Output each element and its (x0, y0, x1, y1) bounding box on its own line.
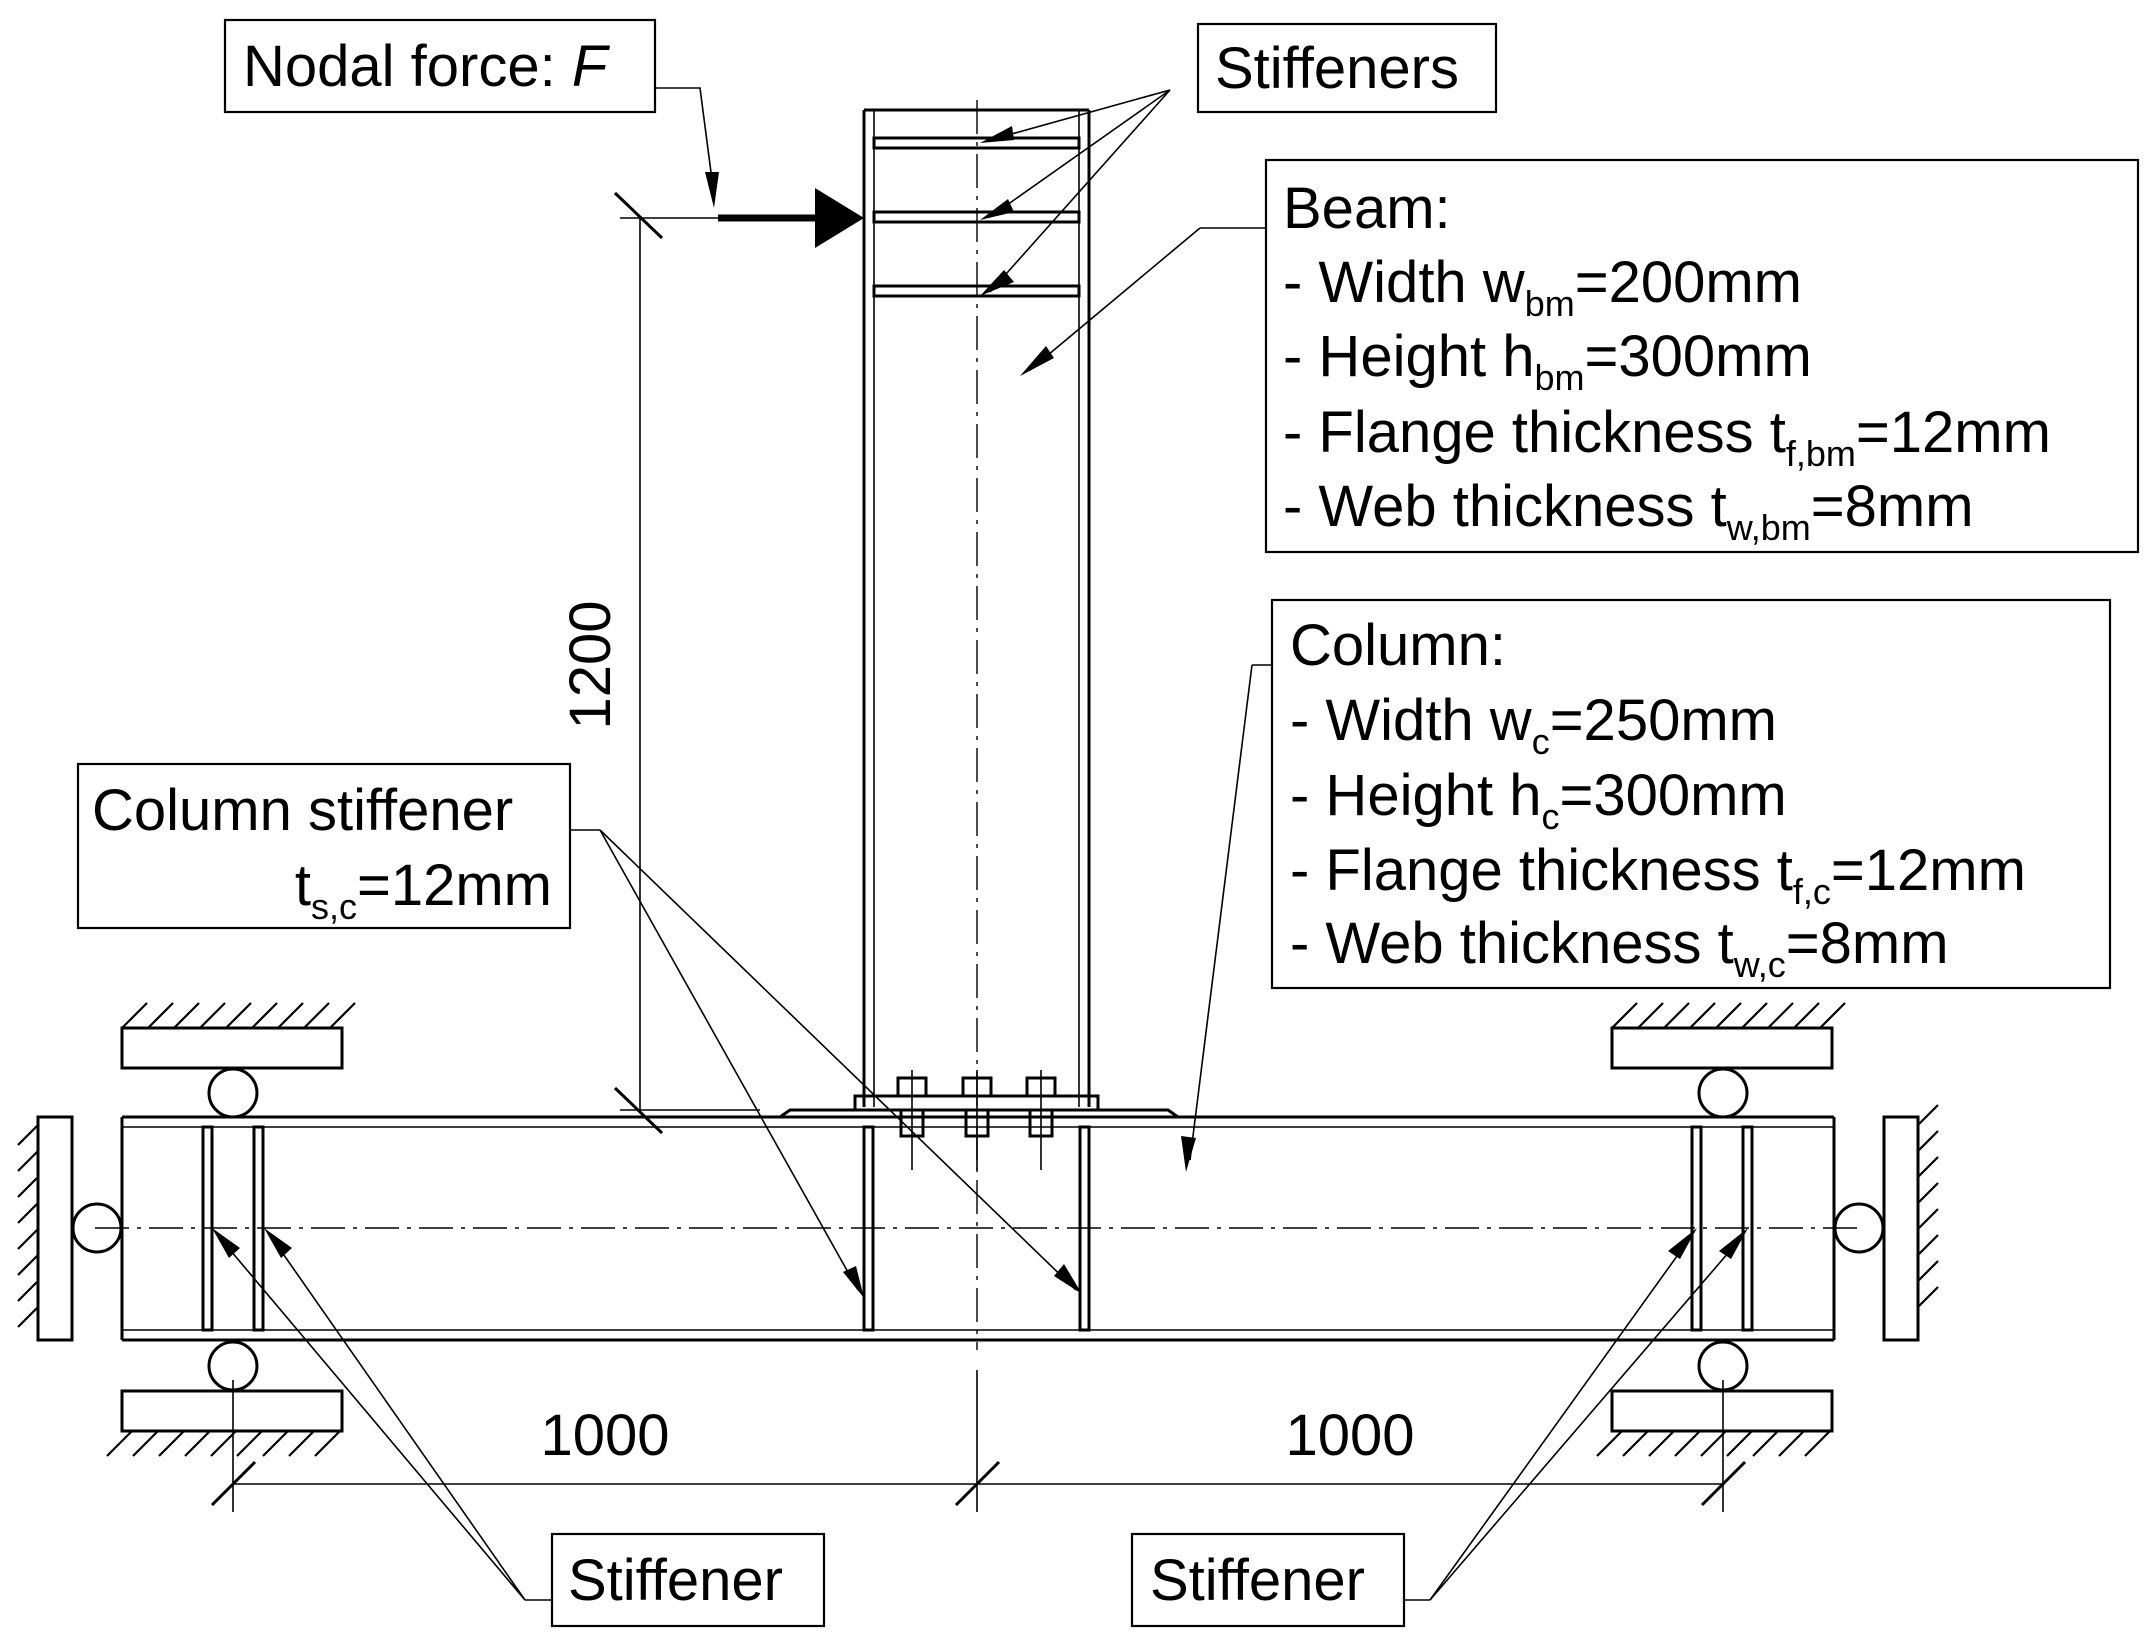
svg-text:- Web thickness tw,c=8mm: - Web thickness tw,c=8mm (1290, 911, 1949, 985)
end-plate (122, 1094, 1179, 1119)
svg-text:ts,c=12mm: ts,c=12mm (295, 853, 552, 927)
svg-text:Stiffener: Stiffener (1150, 1548, 1365, 1613)
nodal-force-label: Nodal force: F (223, 18, 657, 114)
bolts (896, 1070, 1057, 1170)
support-right-top (1610, 1002, 1846, 1119)
bolt (961, 1070, 993, 1170)
svg-text:Column stiffener: Column stiffener (92, 778, 513, 843)
column-stiffener-label: Column stiffener ts,c=12mm (76, 762, 1082, 1298)
svg-text:- Width wc=250mm: - Width wc=250mm (1290, 688, 1777, 762)
nodal-force-arrow (655, 87, 864, 248)
svg-text:Nodal force: F: Nodal force: F (243, 34, 611, 99)
bolt (1025, 1070, 1057, 1170)
support-left-side (17, 1115, 123, 1342)
svg-text:Beam:: Beam: (1283, 176, 1451, 241)
svg-text:- Width wbm=200mm: - Width wbm=200mm (1283, 250, 1802, 324)
dimension-horizontal: 1000 1000 (210, 1370, 1747, 1512)
beam-member (862, 100, 1091, 1350)
stiffeners-label: Stiffeners (980, 22, 1498, 296)
support-left-bottom (106, 1340, 344, 1457)
svg-text:- Flange thickness tf,bm=12mm: - Flange thickness tf,bm=12mm (1283, 400, 2051, 474)
dimension-1200-text: 1200 (558, 600, 623, 729)
column-stiffeners (862, 1125, 1091, 1332)
svg-text:Stiffeners: Stiffeners (1215, 36, 1459, 101)
svg-text:- Web thickness tw,bm=8mm: - Web thickness tw,bm=8mm (1283, 474, 1974, 548)
svg-text:- Height hc=300mm: - Height hc=300mm (1290, 763, 1787, 837)
support-right-side (1833, 1104, 1939, 1342)
column-member (95, 1115, 1860, 1342)
column-info: Column: - Width wc=250mm - Height hc=300… (1181, 598, 2112, 1172)
svg-text:Column:: Column: (1290, 613, 1506, 678)
beam-info: Beam: - Width wbm=200mm - Height hbm=300… (1020, 158, 2140, 554)
bolt (896, 1070, 928, 1170)
dimension-left-span-text: 1000 (540, 1403, 669, 1468)
svg-text:Stiffener: Stiffener (568, 1548, 783, 1613)
stiffener-label-left: Stiffener (212, 1228, 826, 1628)
dimension-vertical: 1200 (558, 191, 760, 1135)
stiffener-label-right: Stiffener (1130, 1228, 1748, 1628)
svg-text:- Flange thickness tf,c=12mm: - Flange thickness tf,c=12mm (1290, 838, 2026, 912)
svg-text:- Height hbm=300mm: - Height hbm=300mm (1283, 324, 1812, 398)
end-stiffeners (201, 1125, 1754, 1332)
support-right-bottom (1596, 1340, 1834, 1457)
dimension-right-span-text: 1000 (1285, 1403, 1414, 1468)
support-left-top (120, 1002, 356, 1119)
